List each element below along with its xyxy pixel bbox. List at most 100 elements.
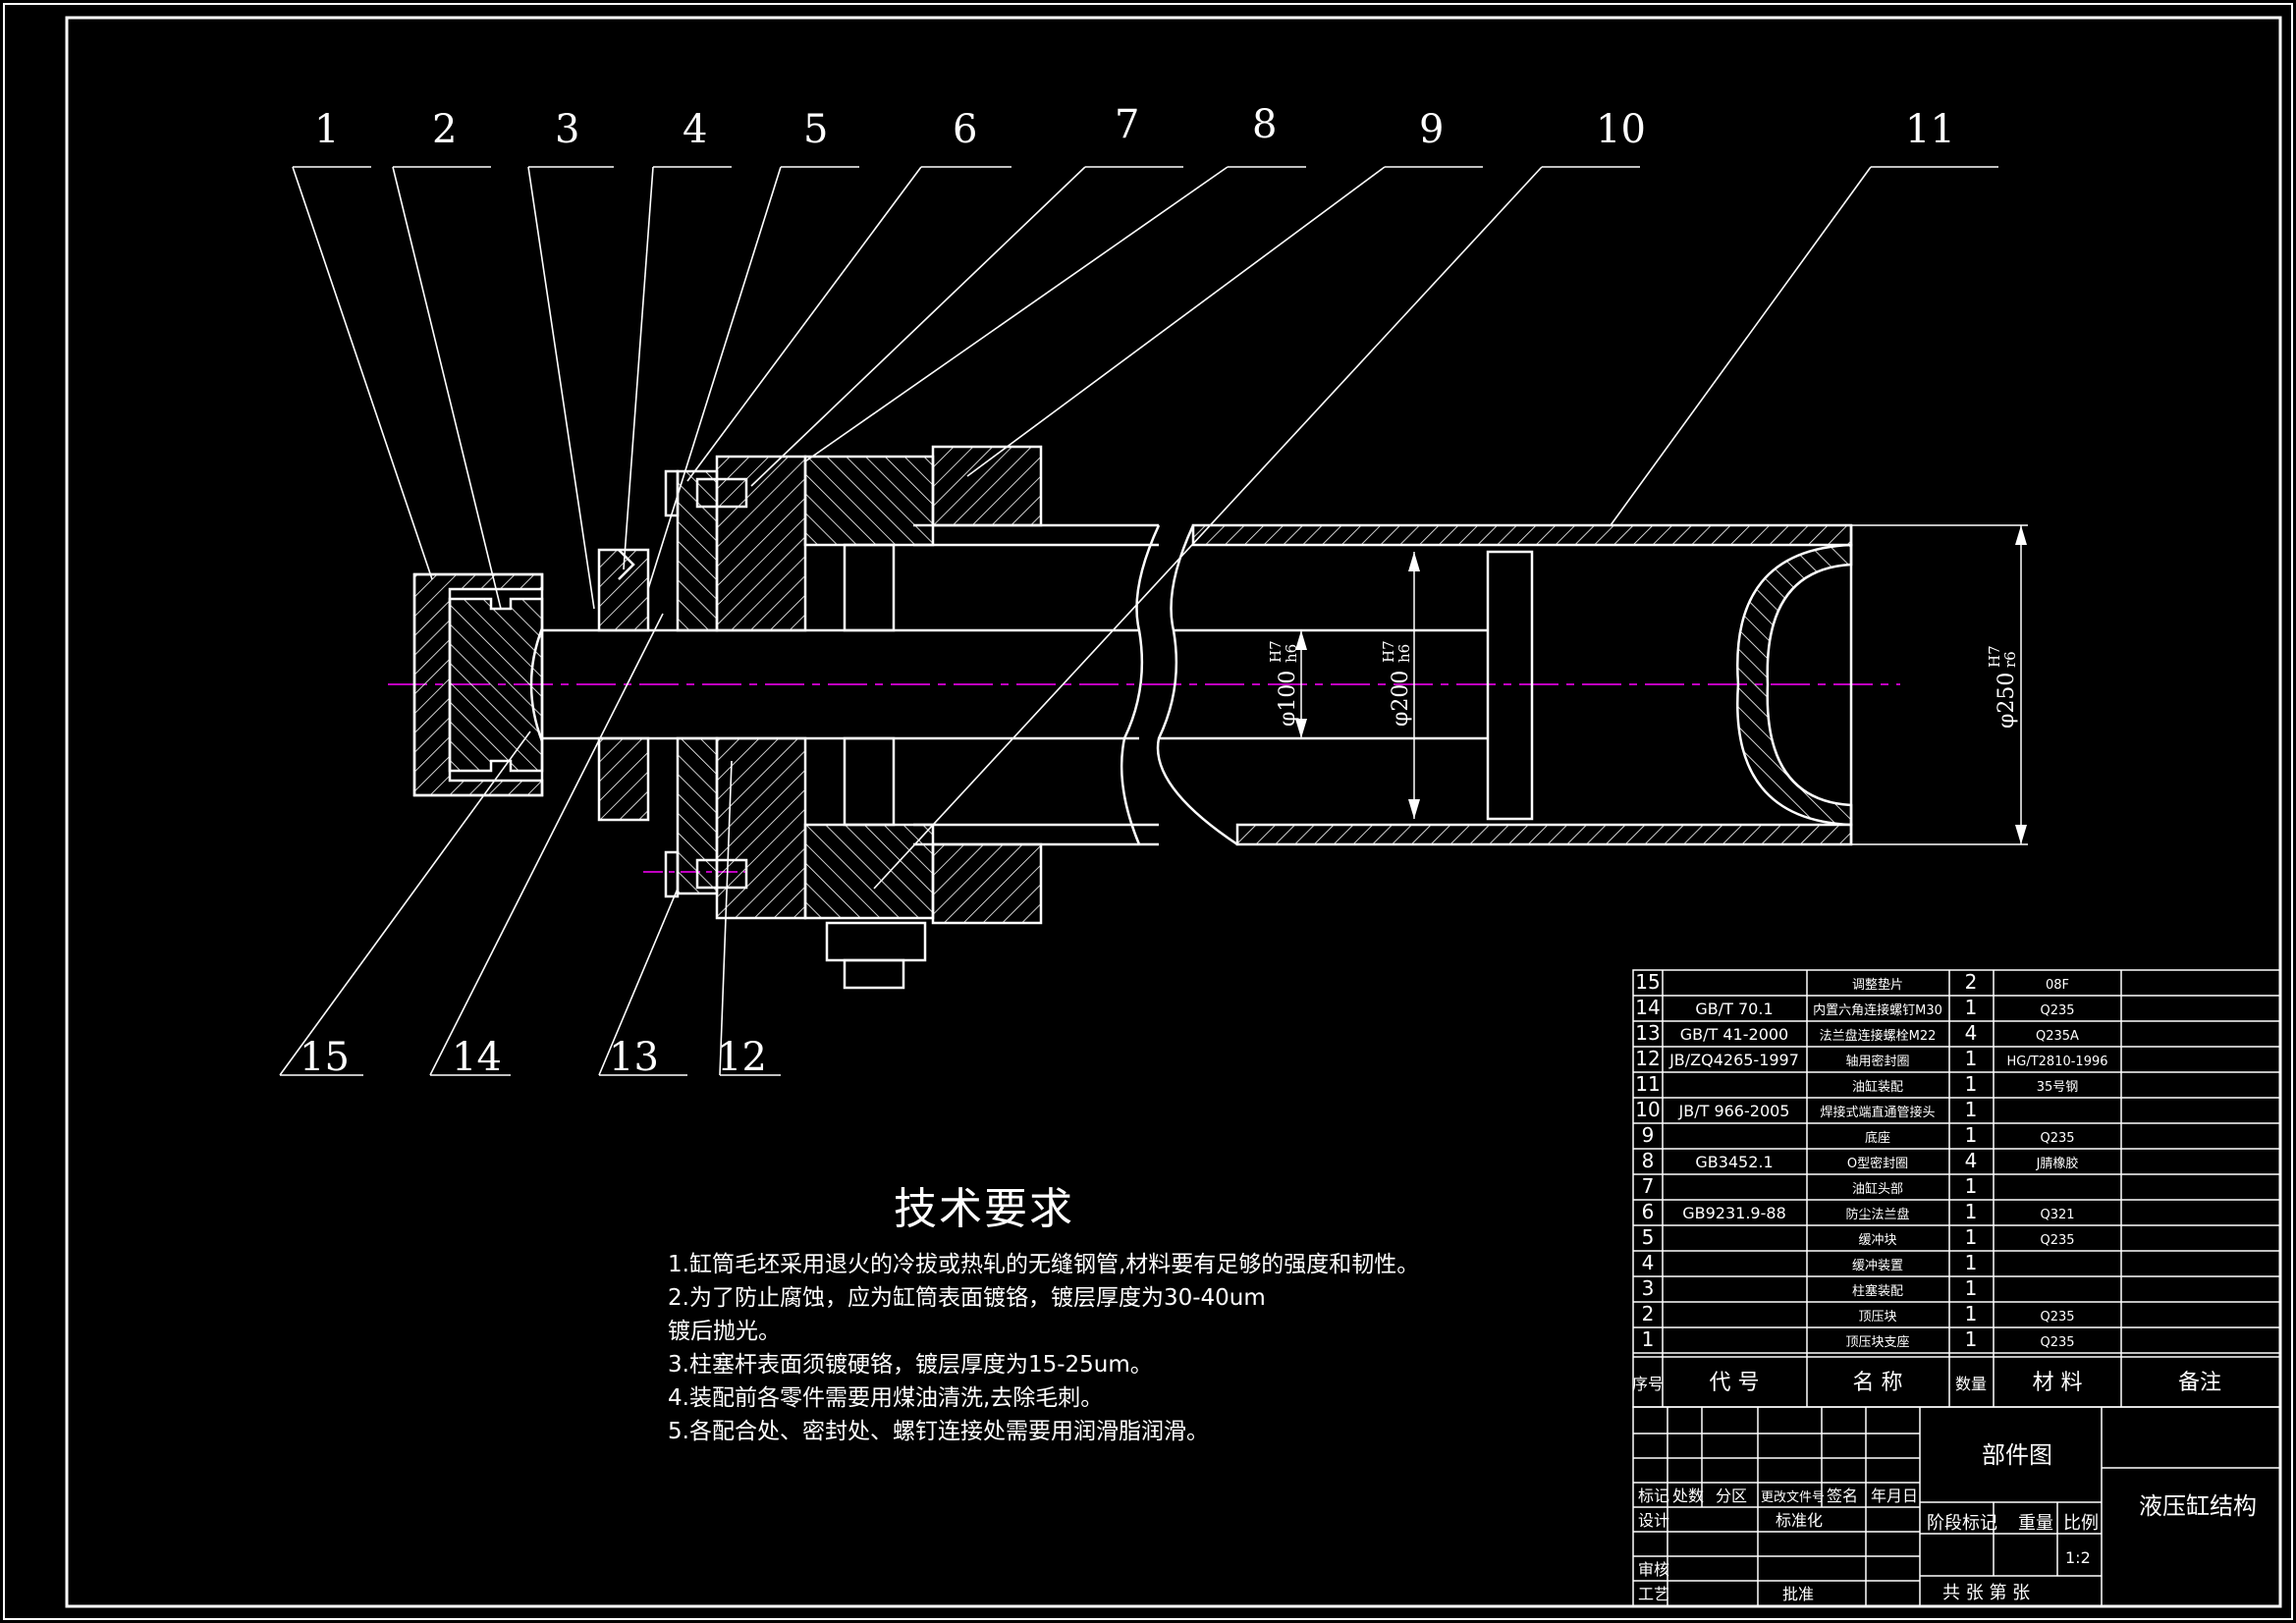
bom-cell-no: 9 bbox=[1642, 1123, 1655, 1147]
scale-label: 比例 bbox=[2063, 1513, 2099, 1534]
tech-item-4: 3.柱塞杆表面须镀硬铬，镀层厚度为15-25um。 bbox=[668, 1352, 1153, 1378]
callout-5: 5 bbox=[803, 107, 828, 152]
bom-table bbox=[1632, 969, 2281, 1408]
rev-date-label: 年月日 bbox=[1871, 1487, 1918, 1505]
bom-cell-material: Q235 bbox=[2040, 1335, 2074, 1350]
dimension-lines bbox=[1300, 524, 2028, 845]
barrel-wall-top bbox=[1191, 523, 1853, 547]
callout-6: 6 bbox=[953, 107, 977, 152]
bom-header-material: 材 料 bbox=[2033, 1371, 2083, 1395]
rev-zone-label: 分区 bbox=[1716, 1487, 1747, 1505]
cushion-block bbox=[803, 455, 935, 547]
callout-2: 2 bbox=[432, 107, 457, 152]
hydraulic-cylinder bbox=[412, 445, 1853, 990]
tech-item-3: 镀后抛光。 bbox=[668, 1319, 781, 1344]
title-block-text: 部件图 液压缸结构 标记 处数 分区 更改文件号 签名 年月日 设计 标准化 审… bbox=[1638, 1441, 2257, 1603]
standardize-label: 标准化 bbox=[1776, 1511, 1823, 1530]
approve-label: 批准 bbox=[1782, 1585, 1814, 1603]
bom-cell-no: 4 bbox=[1642, 1251, 1655, 1274]
bom-cell-code: JB/ZQ4265-1997 bbox=[1668, 1051, 1799, 1069]
callout-12: 12 bbox=[717, 1035, 767, 1080]
press-block-insert bbox=[448, 597, 544, 773]
bom-cell-no: 7 bbox=[1642, 1174, 1655, 1198]
bom-cell-qty: 1 bbox=[1965, 1200, 1978, 1223]
bom-cell-no: 8 bbox=[1642, 1149, 1655, 1172]
bom-cell-name: 调整垫片 bbox=[1852, 977, 1903, 993]
tech-item-5: 4.装配前各零件需要用煤油清洗,去除毛刺。 bbox=[668, 1385, 1104, 1411]
dim-d200-fit-top: H7 bbox=[1380, 640, 1397, 663]
bom-cell-material: Q235A bbox=[2036, 1029, 2079, 1044]
bom-cell-qty: 1 bbox=[1965, 1276, 1978, 1300]
dim-d250-fit-bottom: r6 bbox=[2001, 651, 2019, 668]
bom-cell-qty: 4 bbox=[1965, 1149, 1978, 1172]
callout-9: 9 bbox=[1419, 107, 1444, 152]
bom-cell-no: 3 bbox=[1642, 1276, 1655, 1300]
bom-cell-qty: 1 bbox=[1965, 996, 1978, 1019]
dim-d200: φ200 bbox=[1389, 671, 1413, 727]
bom-cell-name: 底座 bbox=[1865, 1130, 1890, 1146]
bom-cell-material: Q235 bbox=[2040, 1310, 2074, 1325]
design-label: 设计 bbox=[1638, 1511, 1669, 1530]
bom-cell-code: GB9231.9-88 bbox=[1682, 1204, 1786, 1222]
bolt-top bbox=[664, 469, 680, 517]
callout-10: 10 bbox=[1596, 107, 1646, 152]
bom-cell-no: 12 bbox=[1635, 1047, 1660, 1070]
dim-d100-fit-top: H7 bbox=[1267, 640, 1285, 663]
tech-title: 技术要求 bbox=[894, 1184, 1074, 1234]
callout-14: 14 bbox=[452, 1035, 502, 1080]
dim-d100: φ100 bbox=[1276, 671, 1300, 727]
bom-cell-qty: 1 bbox=[1965, 1174, 1978, 1198]
bom-header-name: 名 称 bbox=[1853, 1371, 1903, 1395]
bom-cell-code: JB/T 966-2005 bbox=[1678, 1102, 1790, 1120]
bom-cell-material: Q235 bbox=[2040, 1003, 2074, 1018]
rev-mark-label: 标记 bbox=[1638, 1487, 1669, 1505]
bom-cell-name: 油缸头部 bbox=[1852, 1181, 1903, 1197]
bom-cell-name: 法兰盘连接螺栓M22 bbox=[1820, 1028, 1937, 1044]
callout-8: 8 bbox=[1252, 102, 1277, 147]
bom-cell-qty: 1 bbox=[1965, 1098, 1978, 1121]
bom-cell-name: 缓冲装置 bbox=[1852, 1259, 1903, 1273]
piston bbox=[1486, 550, 1534, 821]
bom-cell-code: GB3452.1 bbox=[1695, 1153, 1773, 1171]
bom-cell-code: GB/T 41-2000 bbox=[1680, 1025, 1788, 1044]
press-block-hatch bbox=[412, 572, 544, 797]
callout-1: 1 bbox=[314, 107, 339, 152]
bom-cell-code: GB/T 70.1 bbox=[1695, 1000, 1773, 1018]
bom-header-code: 代 号 bbox=[1710, 1371, 1760, 1395]
bom-cell-material: 35号钢 bbox=[2037, 1080, 2079, 1095]
bom-header-note: 备注 bbox=[2178, 1371, 2221, 1395]
bom-cell-qty: 1 bbox=[1965, 1302, 1978, 1325]
rev-doc-label: 更改文件号 bbox=[1761, 1490, 1825, 1505]
bom-cell-qty: 1 bbox=[1965, 1072, 1978, 1096]
dim-d250-fit-top: H7 bbox=[1986, 645, 2003, 668]
bom-cell-material: J腈橡胶 bbox=[2036, 1156, 2079, 1171]
bom-cell-no: 5 bbox=[1642, 1225, 1655, 1249]
tech-item-1: 1.缸筒毛坯采用退火的冷拔或热轧的无缝钢管,材料要有足够的强度和韧性。 bbox=[668, 1252, 1420, 1277]
callout-11: 11 bbox=[1905, 107, 1955, 152]
dim-d200-fit-bottom: h6 bbox=[1395, 644, 1413, 663]
drawing-name: 液压缸结构 bbox=[2139, 1492, 2257, 1520]
scale-value: 1:2 bbox=[2065, 1548, 2091, 1567]
bom-cell-name: 顶压块支座 bbox=[1845, 1335, 1909, 1350]
bom-cell-no: 14 bbox=[1635, 996, 1660, 1019]
leader-lines bbox=[279, 166, 1998, 1076]
outer-frame bbox=[3, 3, 2293, 1620]
bom-cell-material: Q235 bbox=[2040, 1233, 2074, 1248]
bom-cell-no: 1 bbox=[1642, 1327, 1655, 1351]
bom-cell-qty: 1 bbox=[1965, 1327, 1978, 1351]
bom-cell-name: 内置六角连接螺钉M30 bbox=[1813, 1002, 1942, 1018]
dim-d100-fit-bottom: h6 bbox=[1283, 644, 1300, 663]
review-label: 审核 bbox=[1638, 1560, 1669, 1579]
bom-cell-no: 10 bbox=[1635, 1098, 1660, 1121]
base bbox=[931, 445, 1043, 527]
technical-requirements: 技术要求 1.缸筒毛坯采用退火的冷拔或热轧的无缝钢管,材料要有足够的强度和韧性。… bbox=[668, 1173, 1552, 1448]
inner-frame bbox=[65, 16, 2282, 1608]
bom-cell-name: 轴用密封圈 bbox=[1845, 1054, 1909, 1069]
bom-cell-name: 顶压块 bbox=[1858, 1310, 1896, 1325]
callout-7: 7 bbox=[1115, 102, 1139, 147]
rev-count-label: 处数 bbox=[1672, 1487, 1704, 1505]
bom-header-qty: 数量 bbox=[1955, 1375, 1987, 1393]
bom-cell-name: O型密封圈 bbox=[1847, 1156, 1908, 1171]
bom-cell-material: HG/T2810-1996 bbox=[2006, 1055, 2107, 1069]
tech-item-2: 2.为了防止腐蚀，应为缸筒表面镀铬，镀层厚度为30-40um bbox=[668, 1285, 1266, 1311]
